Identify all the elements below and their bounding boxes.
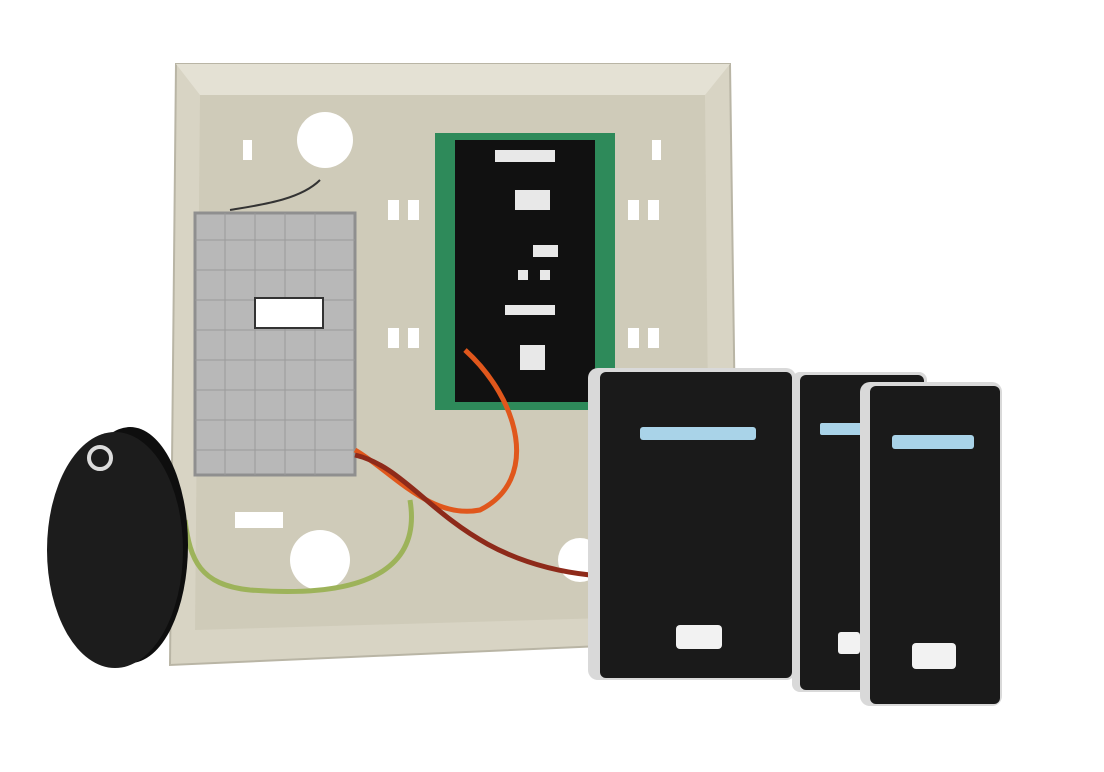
wiring	[182, 179, 591, 594]
power-supply-unit	[193, 211, 357, 477]
reader-logo	[838, 632, 860, 654]
reader-logo	[912, 643, 956, 669]
reader-logo	[676, 625, 722, 649]
mounting-hole	[290, 530, 350, 590]
rfid-keyfob	[47, 427, 188, 668]
card-reader-front	[860, 382, 1002, 706]
controller-board	[435, 133, 615, 410]
mounting-hole	[297, 112, 353, 168]
card-reader-left	[588, 368, 796, 680]
